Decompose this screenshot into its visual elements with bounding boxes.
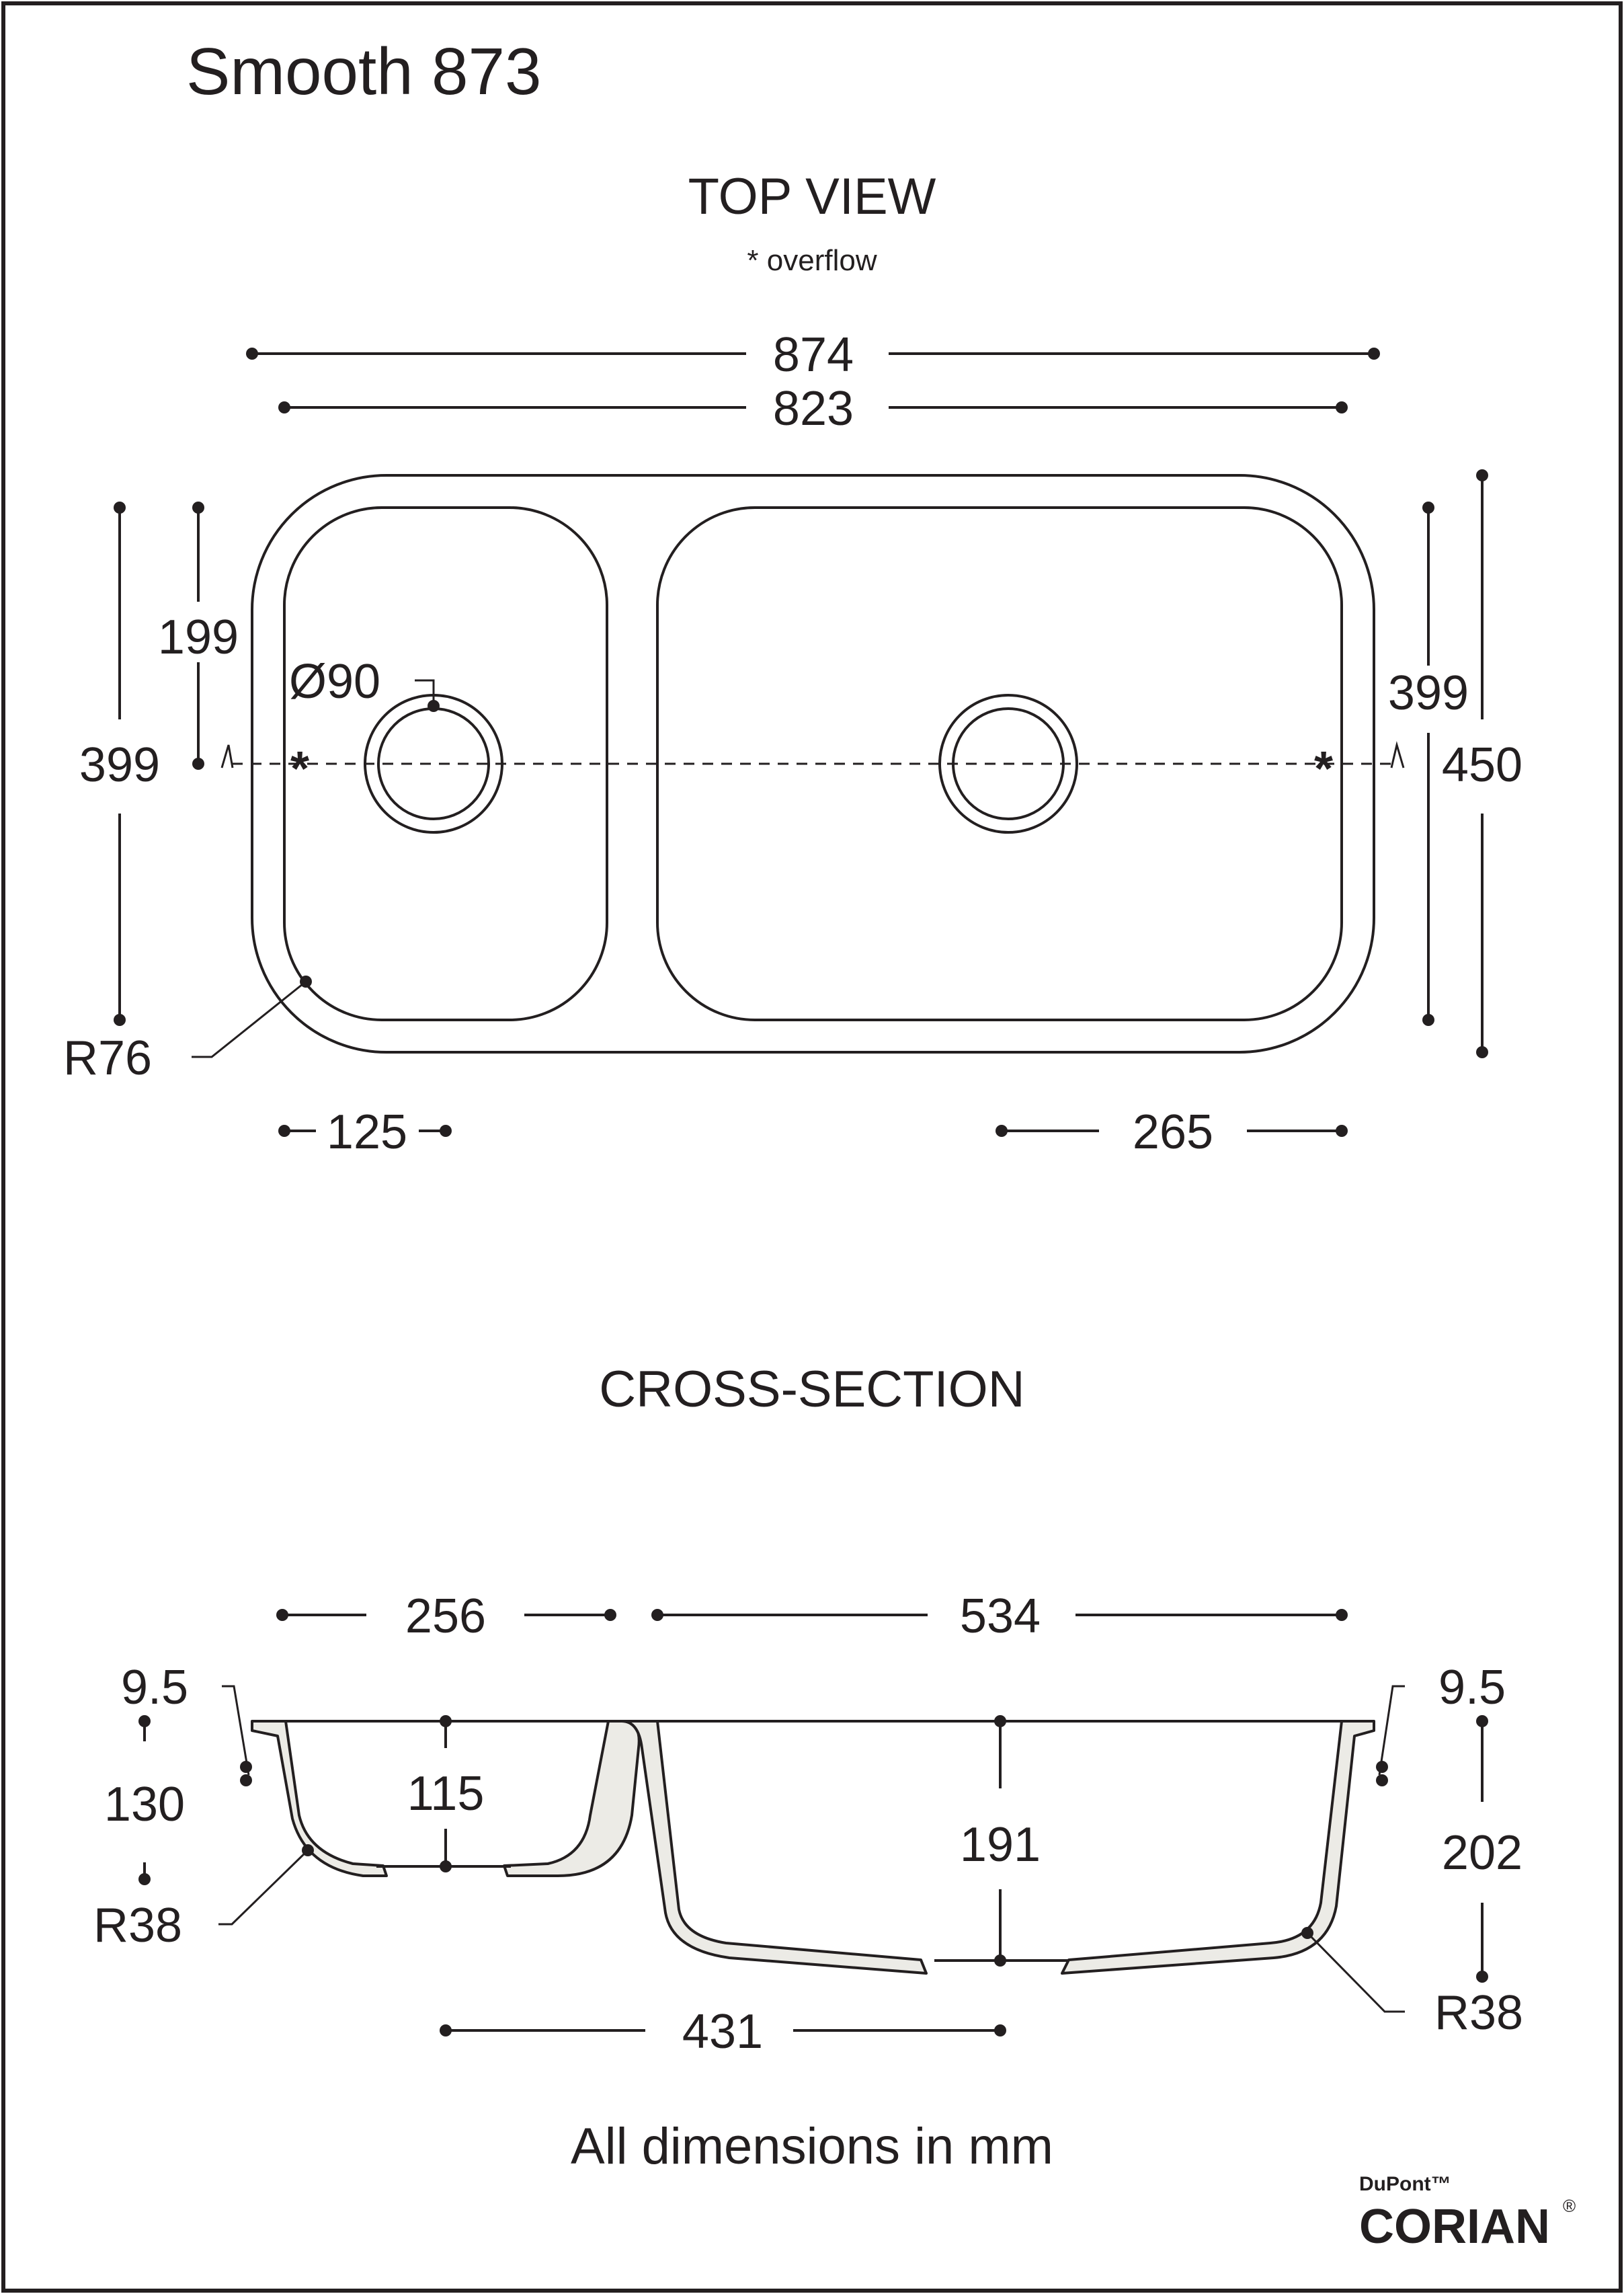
dim-half-height: 199 [158,502,239,770]
drain-diameter-callout: Ø90 [289,655,440,712]
cross-section-heading: CROSS-SECTION [599,1361,1024,1418]
dim-right-overall-height-label: 450 [1442,738,1522,792]
dim-left-inner-depth: 115 [407,1715,485,1872]
dim-right-thickness: 9.5 [1376,1661,1506,1786]
right-radius-label: R38 [1434,1986,1523,2040]
dim-right-bowl-width: 534 [651,1589,1348,1643]
small-bowl-outline [283,506,608,1021]
drawing-title: Smooth 873 [186,34,541,108]
top-view-heading: TOP VIEW [688,168,936,225]
dim-left-height-label: 399 [79,738,160,792]
brand-mark: ® [1563,2196,1576,2216]
dim-left-bowl-width: 256 [276,1589,616,1643]
centerline-break-left [220,744,234,768]
dim-inner-width: 823 [278,382,1348,436]
dim-left-drain-offset: 125 [278,1105,452,1159]
dim-right-inner-height: 399 [1388,502,1469,1026]
centerline-break-right [1390,741,1405,768]
dim-left-drain-offset-label: 125 [327,1105,407,1159]
dim-left-outer-depth-label: 130 [104,1778,185,1831]
dim-left-outer-depth: 130 [104,1715,185,1885]
dim-half-height-label: 199 [158,610,239,664]
brand-large: CORIAN [1359,2200,1550,2254]
dim-right-bowl-width-label: 534 [960,1589,1041,1643]
units-note: All dimensions in mm [571,2118,1053,2175]
dim-left-height: 399 [79,502,160,1026]
dim-overall-width: 874 [246,328,1380,382]
corner-radius-label: R76 [63,1031,152,1085]
right-radius-callout: R38 [1301,1927,1523,2040]
brand-logo: DuPont™ CORIAN ® [1359,2173,1576,2254]
dim-left-bowl-width-label: 256 [405,1589,486,1643]
dim-right-overall-height: 450 [1442,469,1522,1058]
left-radius-callout: R38 [93,1844,314,1952]
overflow-marker-left: * [290,742,309,796]
overflow-note: * overflow [747,244,877,277]
dim-left-inner-depth-label: 115 [407,1767,485,1821]
dim-right-drain-offset: 265 [996,1105,1348,1159]
corner-radius-callout: R76 [63,976,312,1085]
drain-diameter-label: Ø90 [289,655,380,709]
dim-right-thickness-label: 9.5 [1438,1661,1506,1714]
left-radius-label: R38 [93,1899,182,1952]
dim-right-outer-depth: 202 [1442,1715,1522,1983]
dim-right-inner-depth: 191 [960,1715,1041,1967]
dim-left-thickness-label: 9.5 [121,1661,188,1714]
dim-drain-spacing-label: 431 [682,2005,763,2059]
dim-overall-width-label: 874 [773,328,854,382]
dim-drain-spacing: 431 [440,2005,1006,2059]
dim-right-inner-depth-label: 191 [960,1818,1041,1872]
dim-left-thickness: 9.5 [121,1661,252,1786]
overflow-marker-right: * [1314,742,1333,796]
dim-inner-width-label: 823 [773,382,854,436]
large-bowl-outline [656,506,1343,1021]
dim-right-inner-height-label: 399 [1388,666,1469,720]
sink-cross-section [251,1720,1375,1975]
dim-right-outer-depth-label: 202 [1442,1826,1522,1880]
dim-right-drain-offset-label: 265 [1133,1105,1213,1159]
brand-small: DuPont™ [1359,2173,1451,2195]
